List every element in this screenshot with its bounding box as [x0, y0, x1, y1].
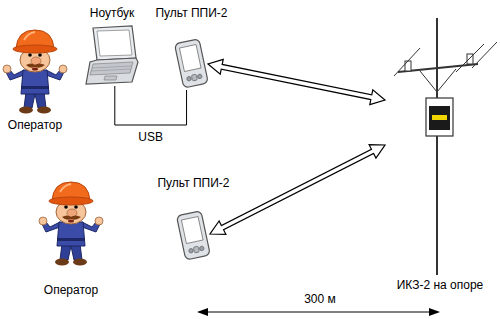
remote-icon [174, 39, 208, 88]
node-label: Ноутбук [90, 6, 135, 20]
remote-node: Пульт ППИ-2 [177, 210, 210, 258]
pole-illustration [394, 18, 497, 275]
operator-node: Оператор [2, 28, 68, 114]
pole-device-node: ИКЗ-2 на опоре [385, 15, 495, 295]
operator-node: Оператор [38, 180, 104, 268]
laptop-icon [86, 26, 138, 84]
operator-figure [3, 30, 67, 114]
edge-label: USB [136, 130, 165, 144]
node-label: Оператор [44, 283, 98, 297]
dimension-line [197, 308, 440, 316]
node-label: Пульт ППИ-2 [155, 6, 227, 20]
remote-node: Пульт ППИ-2 [175, 38, 208, 90]
node-label: Пульт ППИ-2 [157, 176, 229, 190]
node-label: ИКЗ-2 на опоре [397, 278, 484, 292]
arrow-shaft-inner [220, 150, 375, 229]
usb-cable [115, 86, 187, 125]
laptop-node: Ноутбук [84, 26, 140, 86]
radio-link [208, 59, 385, 104]
arrow-shaft-inner [219, 66, 374, 98]
remote-icon [176, 211, 210, 260]
wire-path [115, 86, 187, 125]
operator-figure [39, 182, 103, 266]
node-label: Оператор [8, 118, 62, 132]
dimension-label: 300 м [302, 292, 338, 306]
radio-link [210, 145, 385, 235]
